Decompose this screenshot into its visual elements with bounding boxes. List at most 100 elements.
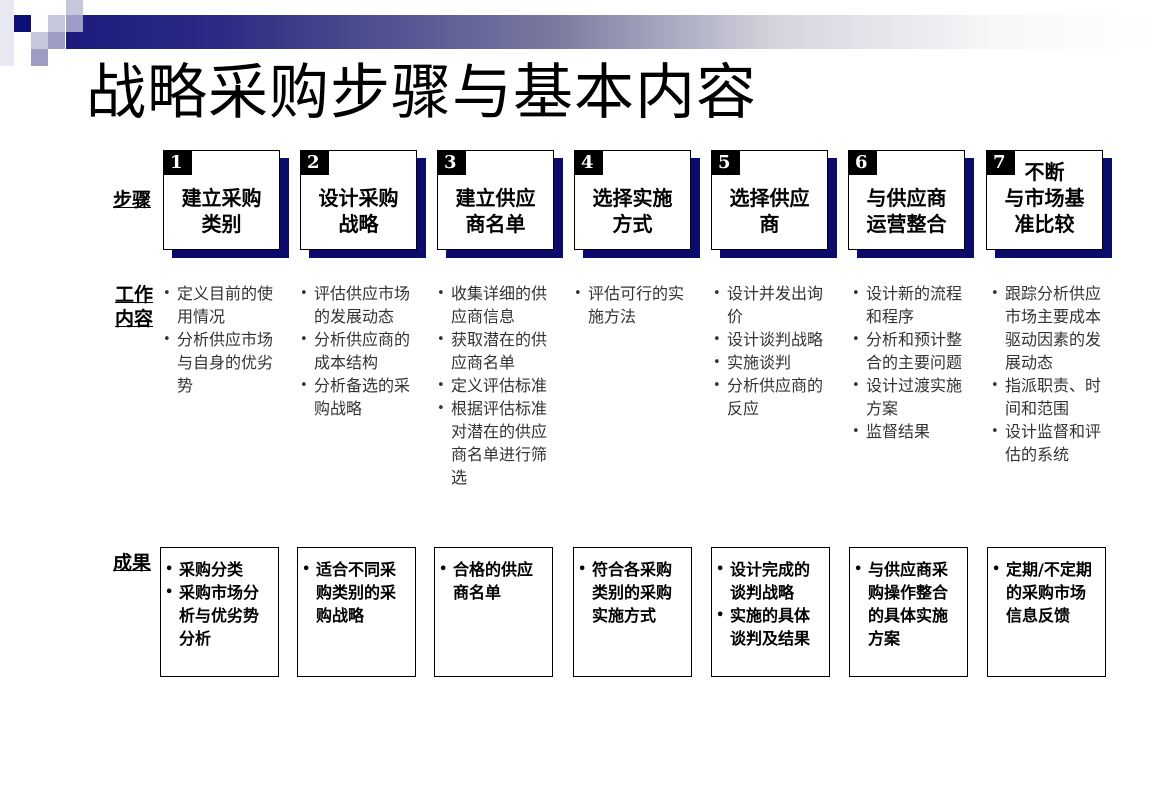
work-item: 设计并发出询价 [713,282,831,328]
result-list: 定期/不定期的采购市场信息反馈 [992,558,1101,627]
work-list: 跟踪分析供应市场主要成本驱动因素的发展动态指派职责、时间和范围设计监督和评估的系… [991,282,1109,466]
result-item: 定期/不定期的采购市场信息反馈 [992,558,1101,627]
work-column-5: 设计并发出询价设计谈判战略实施谈判分析供应商的反应 [713,282,831,420]
result-item: 设计完成的谈判战略 [716,558,825,604]
result-list: 符合各采购类别的采购实施方式 [578,558,687,627]
work-item: 评估供应市场的发展动态 [300,282,418,328]
result-list: 合格的供应商名单 [439,558,548,604]
result-item: 采购分类 [165,558,274,581]
result-list: 与供应商采购操作整合的具体实施方案 [854,558,963,650]
step-number-badge: 1 [164,151,192,175]
result-item: 实施的具体谈判及结果 [716,604,825,650]
work-list: 收集详细的供应商信息获取潜在的供应商名单定义评估标准根据评估标准对潜在的供应商名… [437,282,555,489]
page-title: 战略采购步骤与基本内容 [86,58,757,128]
decor-square [66,0,83,17]
work-item: 收集详细的供应商信息 [437,282,555,328]
step-label: 建立供应 商名单 [455,186,536,236]
work-item: 分析供应商的反应 [713,374,831,420]
work-item: 分析供应商的成本结构 [300,328,418,374]
decor-square [66,15,83,32]
result-list: 采购分类采购市场分析与优劣势分析 [165,558,274,650]
result-item: 符合各采购类别的采购实施方式 [578,558,687,627]
work-column-4: 评估可行的实施方法 [574,282,692,328]
decor-square [48,32,65,49]
result-box-7: 定期/不定期的采购市场信息反馈 [987,547,1106,677]
step-card-box: 4 选择实施 方式 [574,150,691,250]
step-label: 不断 与市场基 准比较 [1004,160,1085,236]
decor-square [48,15,65,32]
work-item: 分析和预计整合的主要问题 [852,328,970,374]
result-list: 适合不同采购类别的采购战略 [302,558,411,627]
step-number-badge: 6 [849,151,877,175]
result-item: 与供应商采购操作整合的具体实施方案 [854,558,963,650]
work-item: 设计过渡实施方案 [852,374,970,420]
work-list: 设计并发出询价设计谈判战略实施谈判分析供应商的反应 [713,282,831,420]
step-number-badge: 5 [712,151,740,175]
decor-square [31,32,48,49]
work-item: 设计监督和评估的系统 [991,420,1109,466]
step-number-badge: 4 [575,151,603,175]
work-column-3: 收集详细的供应商信息获取潜在的供应商名单定义评估标准根据评估标准对潜在的供应商名… [437,282,555,489]
row-label-work-line2: 内容 [115,308,154,330]
result-item: 合格的供应商名单 [439,558,548,604]
step-card-4: 4 选择实施 方式 [574,150,700,258]
work-column-1: 定义目前的使用情况分析供应市场与自身的优劣势 [163,282,281,397]
result-box-3: 合格的供应商名单 [434,547,553,677]
step-card-3: 3 建立供应 商名单 [437,150,563,258]
result-box-2: 适合不同采购类别的采购战略 [297,547,416,677]
result-item: 适合不同采购类别的采购战略 [302,558,411,627]
step-label: 选择供应 商 [729,186,810,236]
work-column-2: 评估供应市场的发展动态分析供应商的成本结构分析备选的采购战略 [300,282,418,420]
step-number-badge: 2 [301,151,329,175]
step-card-box: 6 与供应商 运营整合 [848,150,965,250]
step-number-badge: 3 [438,151,466,175]
step-card-box: 3 建立供应 商名单 [437,150,554,250]
work-list: 设计新的流程和程序分析和预计整合的主要问题设计过渡实施方案监督结果 [852,282,970,443]
step-number-badge: 7 [987,151,1015,175]
row-label-work: 工作 内容 [115,283,153,331]
step-label: 建立采购 类别 [181,186,262,236]
work-item: 实施谈判 [713,351,831,374]
work-item: 指派职责、时间和范围 [991,374,1109,420]
work-list: 评估供应市场的发展动态分析供应商的成本结构分析备选的采购战略 [300,282,418,420]
step-card-1: 1 建立采购 类别 [163,150,289,258]
step-card-6: 6 与供应商 运营整合 [848,150,974,258]
result-box-4: 符合各采购类别的采购实施方式 [573,547,692,677]
step-label: 选择实施 方式 [592,186,673,236]
work-item: 定义评估标准 [437,374,555,397]
result-item: 采购市场分析与优劣势分析 [165,581,274,650]
result-box-1: 采购分类采购市场分析与优劣势分析 [160,547,279,677]
work-item: 获取潜在的供应商名单 [437,328,555,374]
work-item: 评估可行的实施方法 [574,282,692,328]
row-label-results: 成果 [113,552,152,574]
work-item: 设计谈判战略 [713,328,831,351]
work-item: 监督结果 [852,420,970,443]
step-card-7: 7 不断 与市场基 准比较 [986,150,1112,258]
step-label: 设计采购 战略 [318,186,399,236]
work-column-7: 跟踪分析供应市场主要成本驱动因素的发展动态指派职责、时间和范围设计监督和评估的系… [991,282,1109,466]
work-item: 分析供应市场与自身的优劣势 [163,328,281,397]
work-list: 评估可行的实施方法 [574,282,692,328]
header-gradient-bar [66,15,1155,49]
decor-square [0,0,14,66]
step-card-box: 5 选择供应 商 [711,150,828,250]
step-card-5: 5 选择供应 商 [711,150,837,258]
row-label-steps: 步骤 [113,189,152,211]
step-card-box: 1 建立采购 类别 [163,150,280,250]
decor-square [31,49,48,66]
work-item: 根据评估标准对潜在的供应商名单进行筛选 [437,397,555,489]
work-item: 设计新的流程和程序 [852,282,970,328]
step-card-2: 2 设计采购 战略 [300,150,426,258]
work-list: 定义目前的使用情况分析供应市场与自身的优劣势 [163,282,281,397]
step-card-box: 2 设计采购 战略 [300,150,417,250]
row-label-work-line1: 工作 [115,284,154,306]
decor-square [14,15,31,32]
work-item: 分析备选的采购战略 [300,374,418,420]
work-item: 定义目前的使用情况 [163,282,281,328]
step-card-box: 7 不断 与市场基 准比较 [986,150,1103,250]
work-item: 跟踪分析供应市场主要成本驱动因素的发展动态 [991,282,1109,374]
work-column-6: 设计新的流程和程序分析和预计整合的主要问题设计过渡实施方案监督结果 [852,282,970,443]
result-box-6: 与供应商采购操作整合的具体实施方案 [849,547,968,677]
step-label: 与供应商 运营整合 [866,186,947,236]
result-list: 设计完成的谈判战略实施的具体谈判及结果 [716,558,825,650]
